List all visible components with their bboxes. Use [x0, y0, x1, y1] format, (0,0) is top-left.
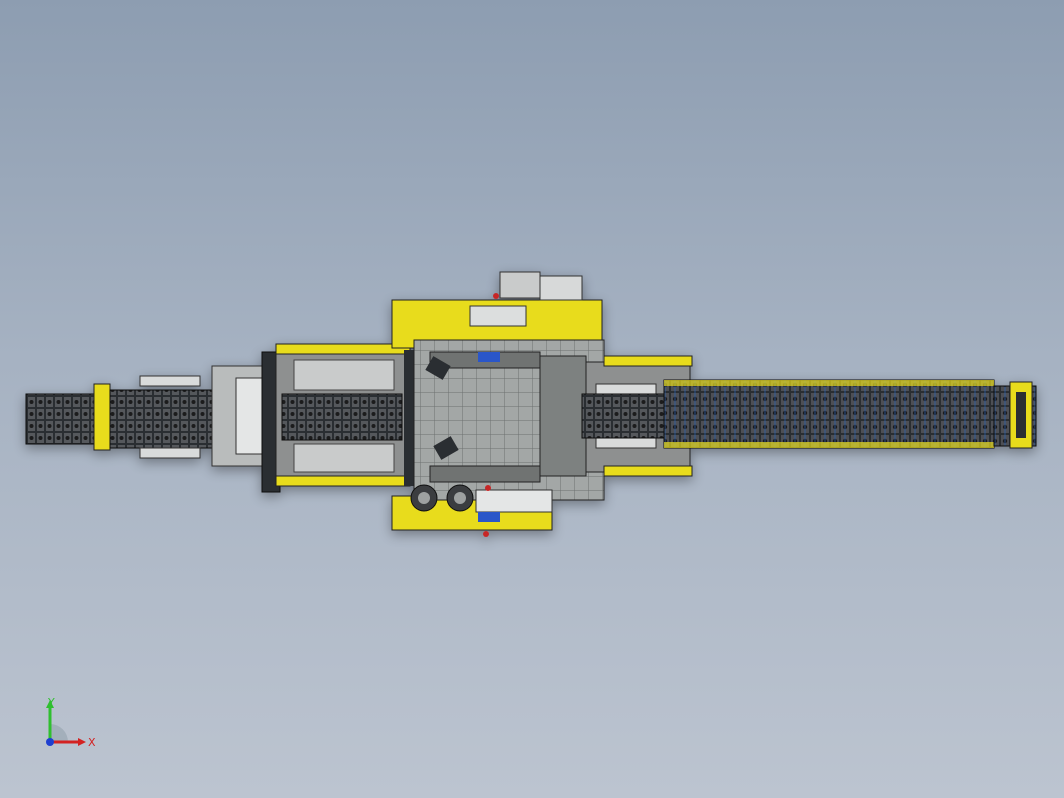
left-track [25, 365, 273, 467]
central-body [391, 271, 605, 537]
axis-triad: Y X [46, 696, 96, 749]
x-axis-label: X [88, 736, 96, 749]
z-axis-dot [46, 738, 54, 746]
left-carriage [261, 343, 414, 493]
right-boom [581, 355, 1037, 477]
y-axis-label: Y [47, 696, 55, 709]
